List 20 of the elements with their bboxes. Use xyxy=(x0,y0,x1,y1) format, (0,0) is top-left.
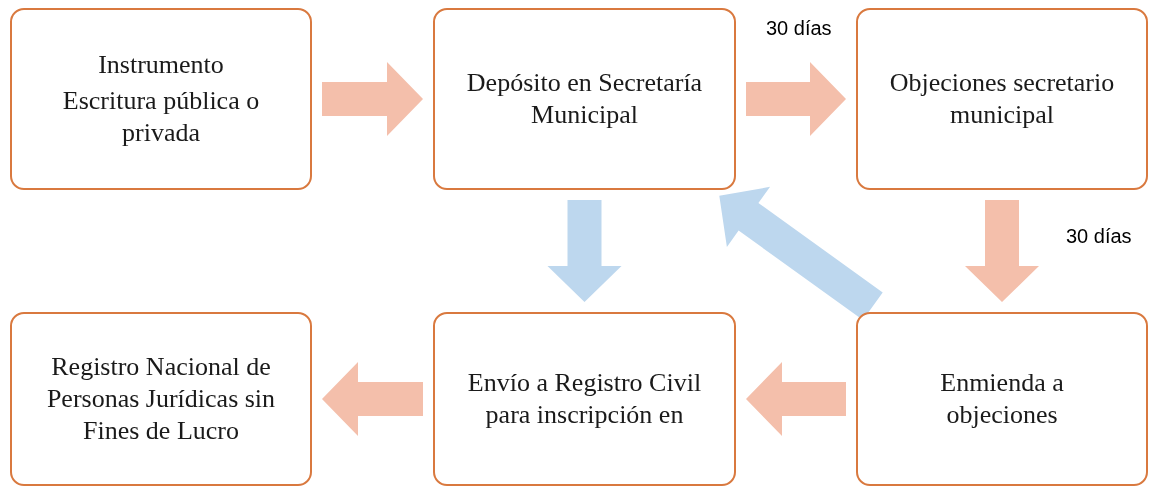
process-box xyxy=(856,312,1148,486)
box-text: Enmienda a objeciones xyxy=(939,367,1065,431)
box-text: Instrumento xyxy=(98,49,224,81)
box-text: Escritura pública o privada xyxy=(61,85,261,149)
box-text: Objeciones secretario municipal xyxy=(888,67,1116,131)
block-arrow xyxy=(746,62,846,136)
process-box xyxy=(10,312,312,486)
box-text: Registro Nacional de Personas Jurídicas sin Fines de Lucro xyxy=(45,351,277,447)
process-box xyxy=(433,312,736,486)
process-box xyxy=(856,8,1148,190)
box-text: Depósito en Secretaría Municipal xyxy=(465,67,704,131)
block-arrow xyxy=(746,362,846,436)
block-arrow xyxy=(322,362,423,436)
box-text: Envío a Registro Civil para inscripción en xyxy=(466,367,703,431)
block-arrow xyxy=(719,186,883,320)
block-arrow xyxy=(965,200,1039,302)
process-box xyxy=(433,8,736,190)
process-box xyxy=(10,8,312,190)
block-arrow xyxy=(547,200,622,302)
block-arrow xyxy=(322,62,423,136)
